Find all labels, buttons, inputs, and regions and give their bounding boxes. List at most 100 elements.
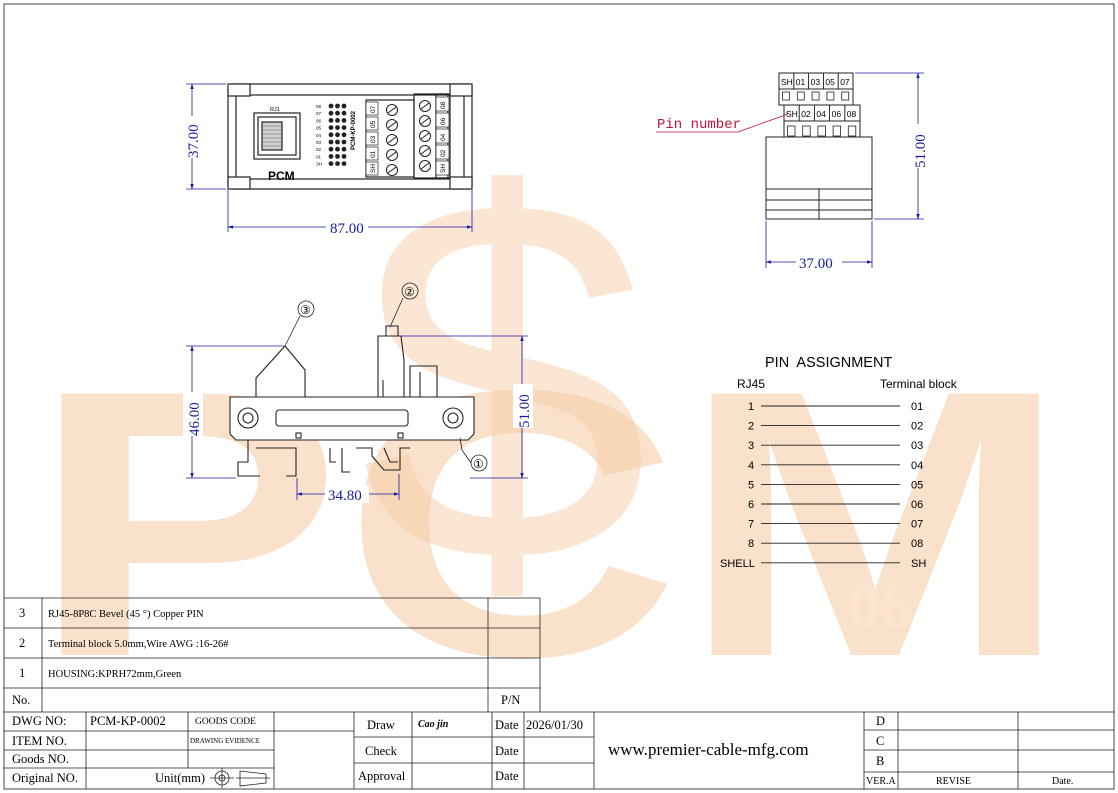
terminal-cell: [365, 116, 379, 131]
terminal-right-label: 06: [440, 117, 447, 125]
bom-table: [4, 597, 541, 712]
pin-rj45: 7: [748, 519, 754, 531]
date-label-2: Date: [495, 744, 519, 758]
page-border: [3, 3, 1115, 790]
screw-slot: [420, 162, 430, 170]
date-value: 2026/01/30: [526, 718, 583, 732]
side-bottom-label: 08: [847, 109, 857, 119]
screw-slot: [387, 151, 397, 159]
top-row-label: 08: [316, 104, 322, 109]
terminal-left-label: 03: [370, 135, 377, 143]
goods-no-label: Goods NO.: [12, 752, 69, 766]
watermark-number: 06: [848, 571, 912, 642]
side-pin-square: [811, 91, 820, 101]
top-row-label: 02: [316, 147, 322, 152]
side-pin-square: [787, 125, 796, 137]
pin-assignment-title: PIN ASSIGNMENT: [765, 355, 892, 371]
front-view: [229, 325, 475, 477]
terminal-cell: [365, 146, 379, 161]
screw-slot: [387, 106, 397, 114]
led-dot: [328, 139, 334, 145]
projection-symbol: [210, 768, 270, 788]
led-dot: [328, 146, 334, 152]
side-top-cell: [837, 72, 854, 90]
top-view: [227, 83, 473, 190]
top-dim-width: 87.00: [330, 221, 364, 237]
pin-rj45: 5: [748, 479, 754, 491]
terminal-cell: [435, 128, 450, 144]
callout-1: ①: [473, 457, 484, 471]
led-dot: [328, 154, 334, 159]
top-row-label: SH: [316, 162, 322, 167]
draw-label: Draw: [367, 718, 395, 732]
led-dot: [341, 132, 347, 138]
terminal-right-label: 02: [440, 149, 447, 157]
title-block: [4, 711, 1114, 789]
front-dim-height-left: 46.00: [187, 402, 203, 436]
terminal-cell: [365, 131, 379, 146]
side-top-label: 05: [825, 77, 835, 87]
screw-slot: [387, 136, 397, 144]
led-dot: [341, 146, 347, 152]
dwg-no-label: DWG NO:: [12, 714, 67, 728]
pin-rj45: 3: [748, 440, 754, 452]
pin-rj45: 2: [748, 421, 754, 433]
side-pin-square: [832, 125, 841, 137]
terminal-cell: [365, 161, 379, 176]
side-top-label: 07: [840, 77, 850, 87]
top-logo: PCM: [268, 169, 295, 183]
led-dot: [335, 118, 340, 123]
led-dot: [335, 110, 340, 116]
check-label: Check: [365, 744, 398, 758]
screw-slot: [420, 102, 430, 110]
side-top-label: SH: [781, 77, 793, 87]
pin-col-terminal: Terminal block: [880, 377, 958, 391]
terminal-cell: [435, 112, 450, 128]
terminal-right-label: 04: [440, 133, 447, 141]
side-dim-width: 37.00: [799, 256, 833, 272]
side-pin-square: [847, 125, 857, 137]
side-bottom-cell: [844, 104, 861, 122]
led-dot: [328, 118, 334, 123]
pin-terminal: 02: [911, 421, 923, 433]
terminal-cell: [435, 160, 450, 176]
revise-label: REVISE: [936, 776, 971, 787]
bom-row-desc: Terminal block 5.0mm,Wire AWG :16-26#: [48, 639, 229, 650]
screw-slot: [420, 147, 430, 155]
side-bottom-label: 04: [816, 109, 826, 119]
led-dot: [335, 139, 340, 145]
top-row-label: 07: [316, 111, 322, 116]
callouts: [284, 282, 488, 472]
terminal-left-label: 01: [370, 150, 377, 158]
pin-number-label: Pin number: [657, 117, 741, 133]
pin-col-rj45: RJ45: [737, 377, 765, 391]
screw-slot: [387, 166, 397, 174]
bom-header-pn: P/N: [501, 693, 520, 707]
side-pin-square: [782, 91, 790, 101]
led-dot: [335, 103, 340, 109]
terminal-right-label: SH: [440, 164, 447, 173]
terminal-cell: [365, 101, 379, 116]
pin-rj45: 6: [748, 499, 754, 511]
date-col-label: Date.: [1052, 776, 1073, 787]
terminal-right-label: 08: [440, 101, 447, 109]
top-jack-label: RJ1: [270, 107, 280, 113]
rev-row-label: B: [876, 754, 884, 768]
bom-row-desc: HOUSING:KPRH72mm,Green: [48, 669, 182, 680]
callout-2: ②: [404, 285, 415, 299]
led-dot: [341, 103, 347, 109]
led-dot: [328, 125, 334, 130]
side-pin-square: [796, 91, 805, 101]
side-top-label: 03: [811, 77, 821, 87]
pin-rj45: SHELL: [720, 558, 755, 570]
unit-label: Unit(mm): [155, 771, 205, 785]
side-pin-square: [841, 91, 850, 101]
draw-signature: Cao jin: [418, 719, 449, 730]
side-top-label: 01: [796, 77, 806, 87]
original-no-label: Original NO.: [12, 771, 78, 785]
side-pin-square: [802, 125, 811, 137]
date-label-3: Date: [495, 769, 519, 783]
date-label-1: Date: [495, 718, 519, 732]
pin-number-callout: Pin number: [656, 113, 789, 133]
led-dot: [328, 103, 334, 109]
